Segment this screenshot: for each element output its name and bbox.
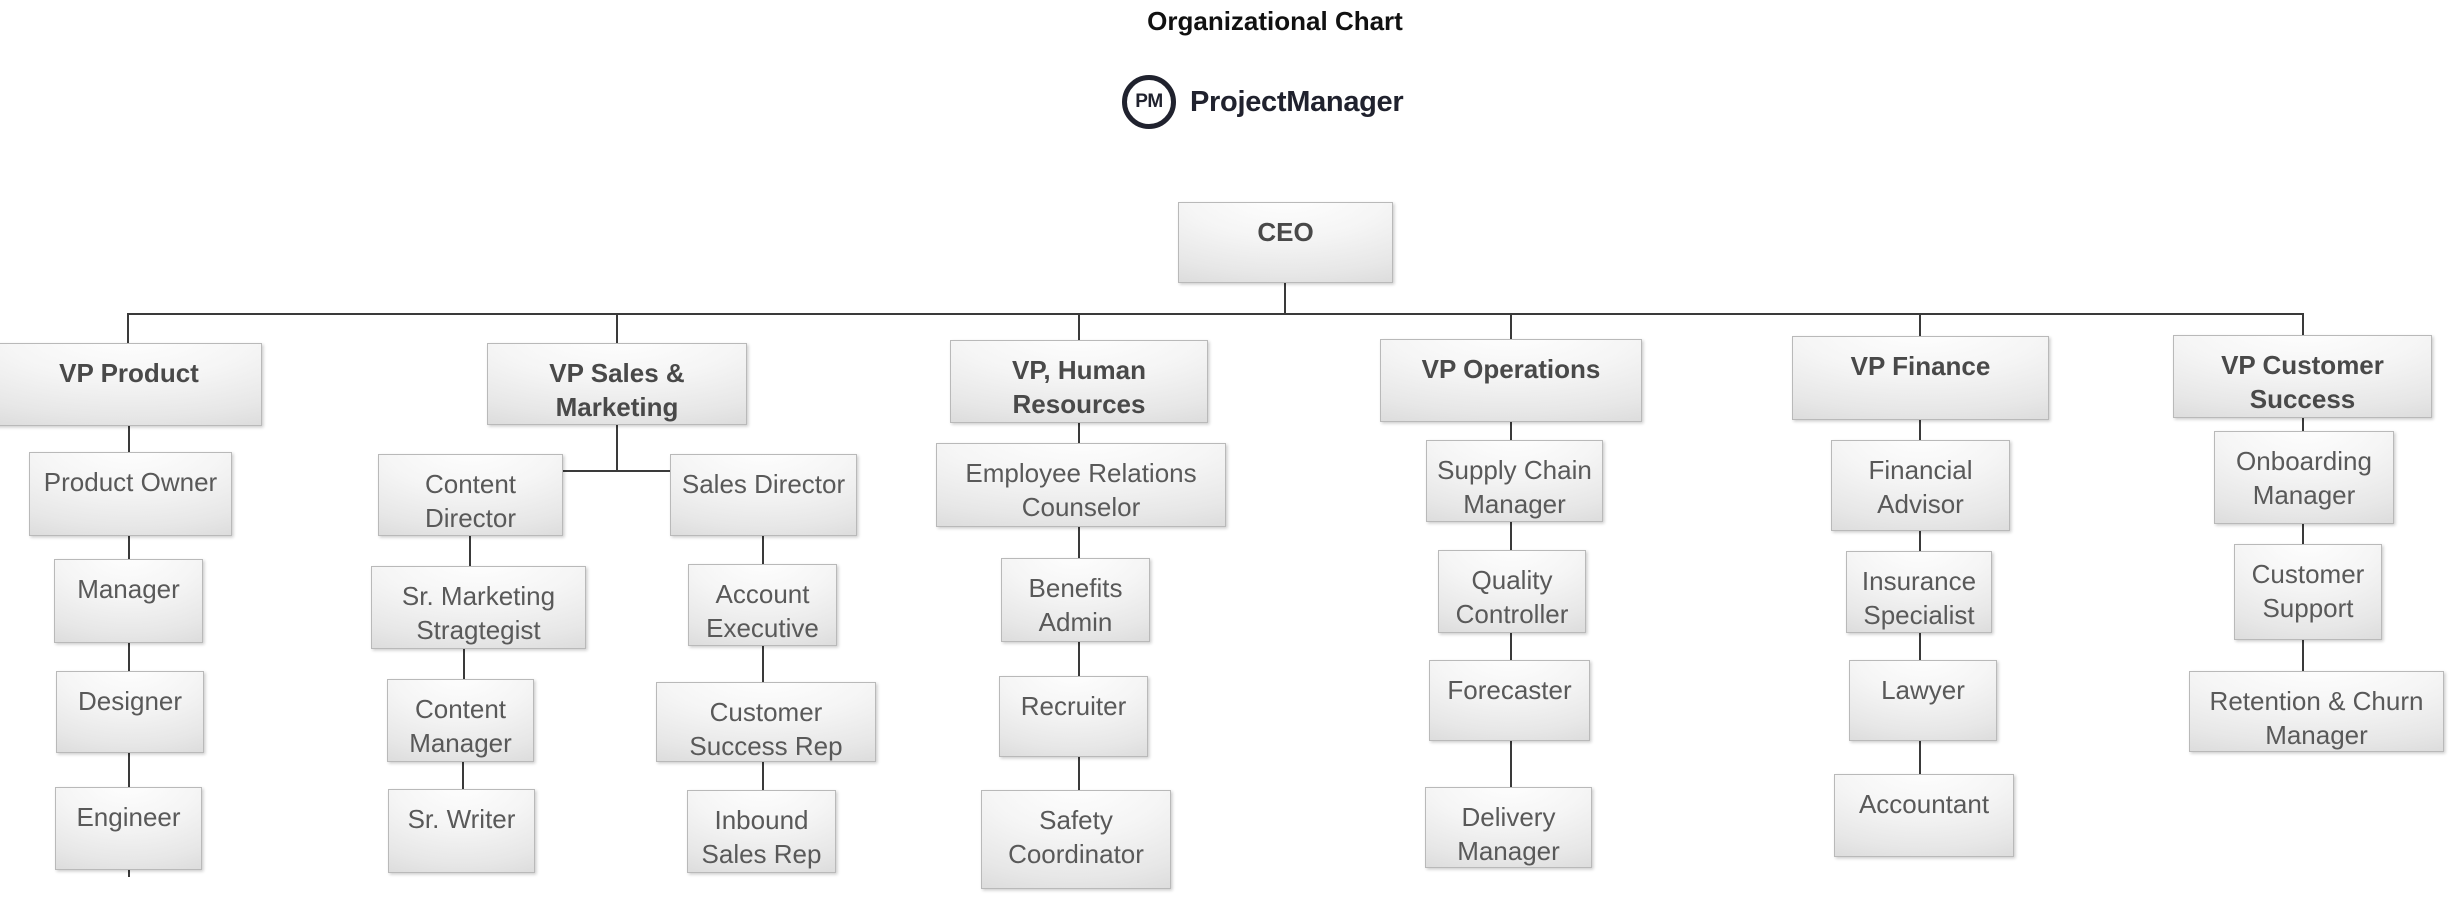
org-node-forecaster[interactable]: Forecaster (1429, 660, 1590, 741)
connector (1078, 642, 1080, 676)
connector (1078, 757, 1080, 790)
org-node-vp-sales-marketing[interactable]: VP Sales & Marketing (487, 343, 747, 425)
connector (2302, 524, 2304, 544)
connector (462, 762, 464, 789)
connector (1919, 741, 1921, 774)
connector-drop-vp-product (127, 313, 129, 343)
connector-drop-vp-operations (1510, 313, 1512, 339)
pm-logo-icon: PM (1122, 75, 1176, 129)
connector (128, 426, 130, 452)
connector (1510, 422, 1512, 440)
org-node-sales-director[interactable]: Sales Director (670, 454, 857, 536)
connector (128, 536, 130, 559)
org-node-vp-finance[interactable]: VP Finance (1792, 336, 2049, 420)
org-node-content-director[interactable]: Content Director (378, 454, 563, 536)
connector (2302, 418, 2304, 431)
connector-ceo-drop (1284, 283, 1286, 313)
connector (1078, 527, 1080, 558)
org-node-benefits-admin[interactable]: Benefits Admin (1001, 558, 1150, 642)
org-node-designer[interactable]: Designer (56, 671, 204, 753)
org-node-supply-chain-manager[interactable]: Supply Chain Manager (1426, 440, 1603, 522)
org-node-product-owner[interactable]: Product Owner (29, 452, 232, 536)
connector (469, 536, 471, 566)
connector (128, 753, 130, 787)
connector (128, 870, 130, 877)
connector-drop-vp-hr (1078, 313, 1080, 340)
org-node-inbound-sales-rep[interactable]: Inbound Sales Rep (687, 790, 836, 873)
org-node-recruiter[interactable]: Recruiter (999, 676, 1148, 757)
connector (1919, 420, 1921, 440)
connector (1510, 522, 1512, 550)
connector (762, 762, 764, 790)
org-node-financial-advisor[interactable]: Financial Advisor (1831, 440, 2010, 531)
connector-drop-vp-customer-success (2302, 313, 2304, 335)
org-node-vp-customer-success[interactable]: VP Customer Success (2173, 335, 2432, 418)
connector-vp-rail (128, 313, 2303, 315)
org-node-retention-churn-manager[interactable]: Retention & Churn Manager (2189, 671, 2444, 752)
org-node-customer-support[interactable]: Customer Support (2234, 544, 2382, 640)
page-title: Organizational Chart (1147, 6, 1403, 36)
connector (2302, 640, 2304, 671)
connector-drop-vp-finance (1919, 313, 1921, 336)
connector (1510, 741, 1512, 787)
connector (762, 536, 764, 564)
connector (1919, 531, 1921, 551)
org-node-vp-operations[interactable]: VP Operations (1380, 339, 1642, 422)
org-node-sr-writer[interactable]: Sr. Writer (388, 789, 535, 873)
org-node-employee-relations-counselor[interactable]: Employee Relations Counselor (936, 443, 1226, 527)
org-node-engineer[interactable]: Engineer (55, 787, 202, 870)
connector (1919, 633, 1921, 660)
org-node-customer-success-rep[interactable]: Customer Success Rep (656, 682, 876, 762)
org-node-vp-human-resources[interactable]: VP, Human Resources (950, 340, 1208, 423)
org-node-manager[interactable]: Manager (54, 559, 203, 643)
org-node-sr-marketing-stragtegist[interactable]: Sr. Marketing Stragtegist (371, 566, 586, 649)
org-node-delivery-manager[interactable]: Delivery Manager (1425, 787, 1592, 868)
connector (1510, 633, 1512, 660)
connector (616, 425, 618, 471)
org-node-vp-product[interactable]: VP Product (0, 343, 262, 426)
brand-name: ProjectManager (1190, 85, 1404, 118)
org-node-insurance-specialist[interactable]: Insurance Specialist (1846, 551, 1992, 633)
connector (1078, 423, 1080, 443)
org-node-ceo[interactable]: CEO (1178, 202, 1393, 283)
org-node-account-executive[interactable]: Account Executive (688, 564, 837, 646)
connector (128, 643, 130, 671)
org-node-onboarding-manager[interactable]: Onboarding Manager (2214, 431, 2394, 524)
org-node-quality-controller[interactable]: Quality Controller (1438, 550, 1586, 633)
connector (762, 646, 764, 682)
org-node-content-manager[interactable]: Content Manager (387, 679, 534, 762)
org-node-lawyer[interactable]: Lawyer (1849, 660, 1997, 741)
connector (563, 470, 670, 472)
connector (463, 649, 465, 679)
org-node-accountant[interactable]: Accountant (1834, 774, 2014, 857)
connector-drop-vp-sales (616, 313, 618, 343)
brand-logo: PM ProjectManager (1122, 72, 1404, 132)
org-node-safety-coordinator[interactable]: Safety Coordinator (981, 790, 1171, 889)
